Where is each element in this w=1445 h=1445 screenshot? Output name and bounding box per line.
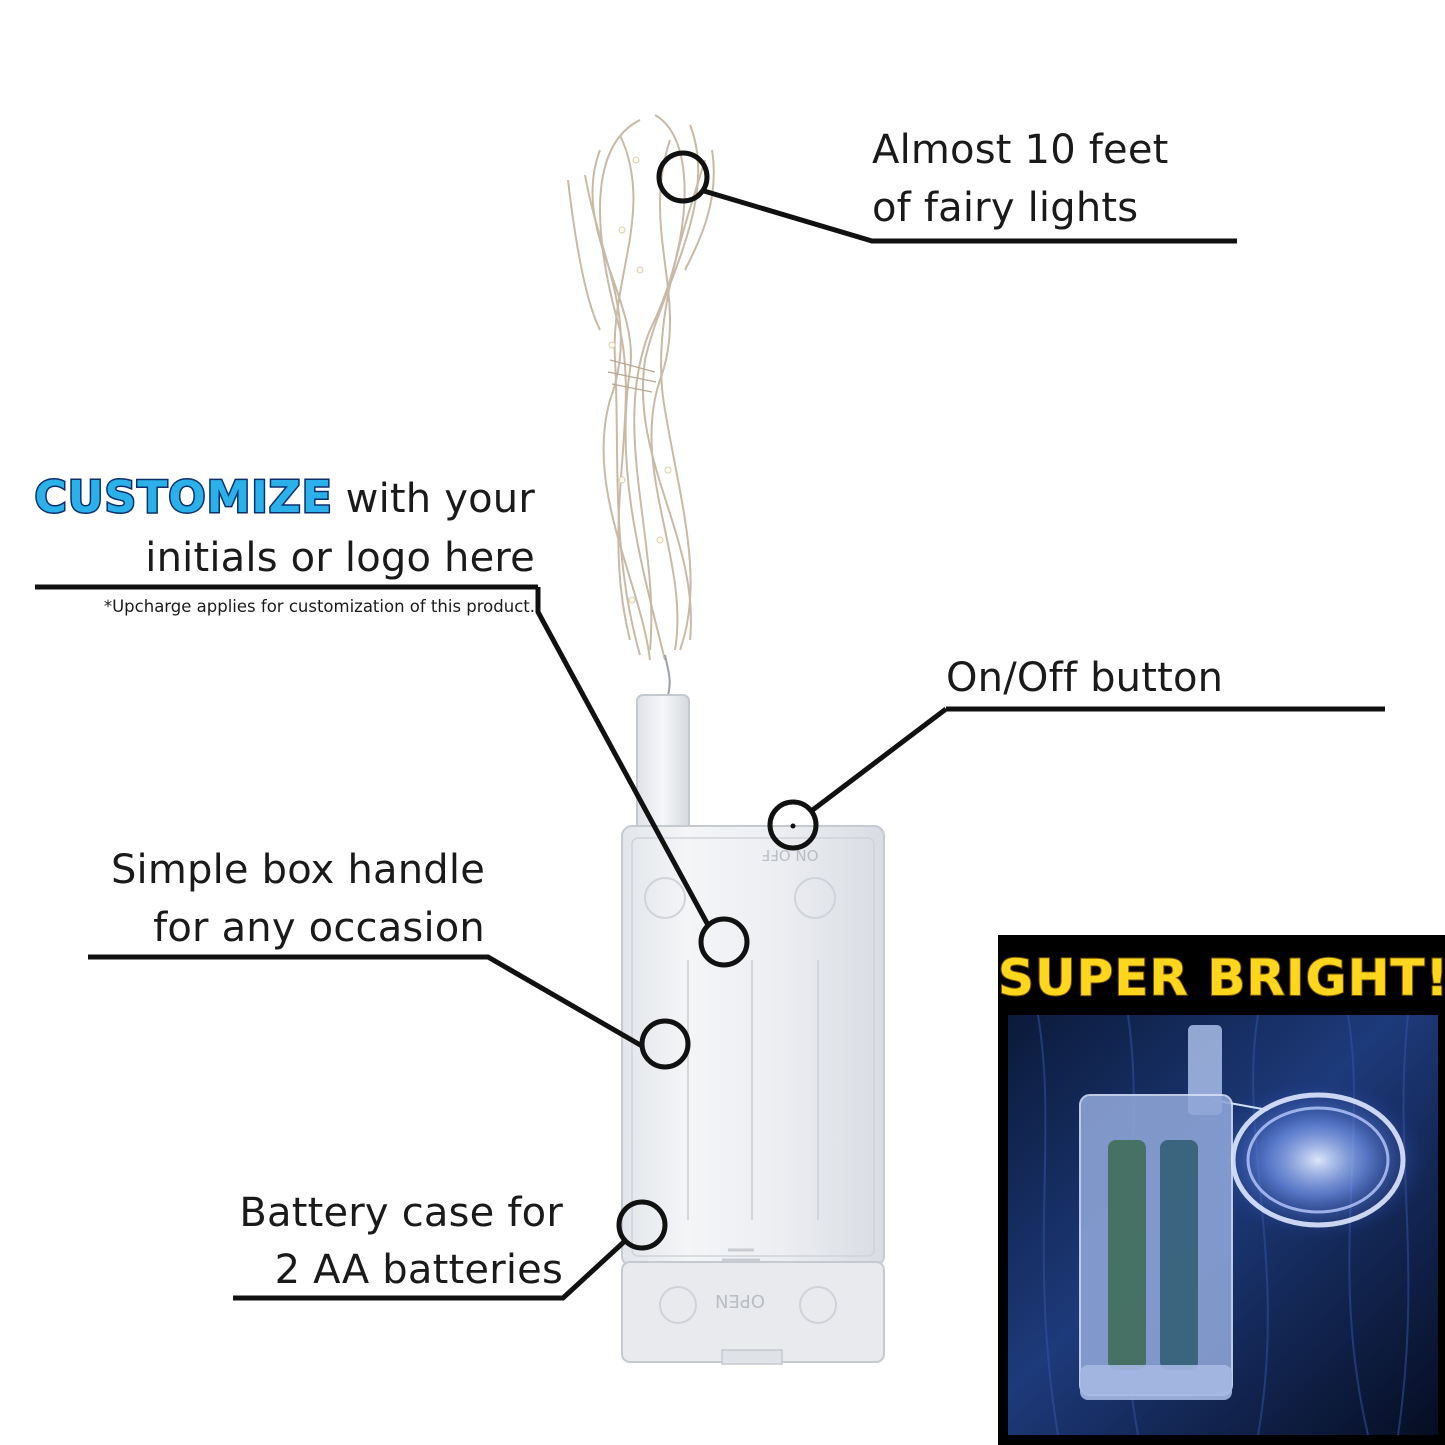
switch-marking: ON OFF: [762, 846, 819, 864]
lit-product-photo: [1008, 1014, 1438, 1436]
battery-label-line2: 2 AA batteries: [274, 1247, 563, 1293]
callout-on-off-leader: [767, 706, 1385, 851]
callout-handle-leader: [88, 954, 691, 1070]
fairy-lights-label-line1: Almost 10 feet: [872, 127, 1169, 173]
battery-case: [621, 825, 885, 1365]
cover-marking: OPEN: [715, 1290, 765, 1311]
battery-label-line1: Battery case for: [239, 1190, 563, 1236]
customization-upcharge-note: *Upcharge applies for customization of t…: [103, 597, 535, 616]
fairy-lights-coil: [567, 114, 715, 661]
customize-label-line2: initials or logo here: [145, 535, 535, 581]
customize-label-rest: with your: [332, 476, 535, 522]
on-off-label: On/Off button: [946, 655, 1224, 701]
customize-label-line1: CUSTOMIZE with your: [33, 470, 535, 527]
super-bright-inset: SUPER BRIGHT!: [998, 935, 1445, 1445]
super-bright-title: SUPER BRIGHT!: [998, 948, 1445, 1008]
fairy-lights-label-line2: of fairy lights: [872, 185, 1139, 231]
callout-customize-leader: [35, 584, 750, 968]
callout-battery-leader: [233, 1199, 668, 1301]
handle-label-line1: Simple box handle: [110, 847, 485, 893]
callout-fairy-lights-leader: [656, 150, 1237, 244]
led-dots: [608, 156, 672, 604]
handle-label-line2: for any occasion: [153, 905, 485, 951]
customize-highlight: CUSTOMIZE: [33, 471, 333, 525]
